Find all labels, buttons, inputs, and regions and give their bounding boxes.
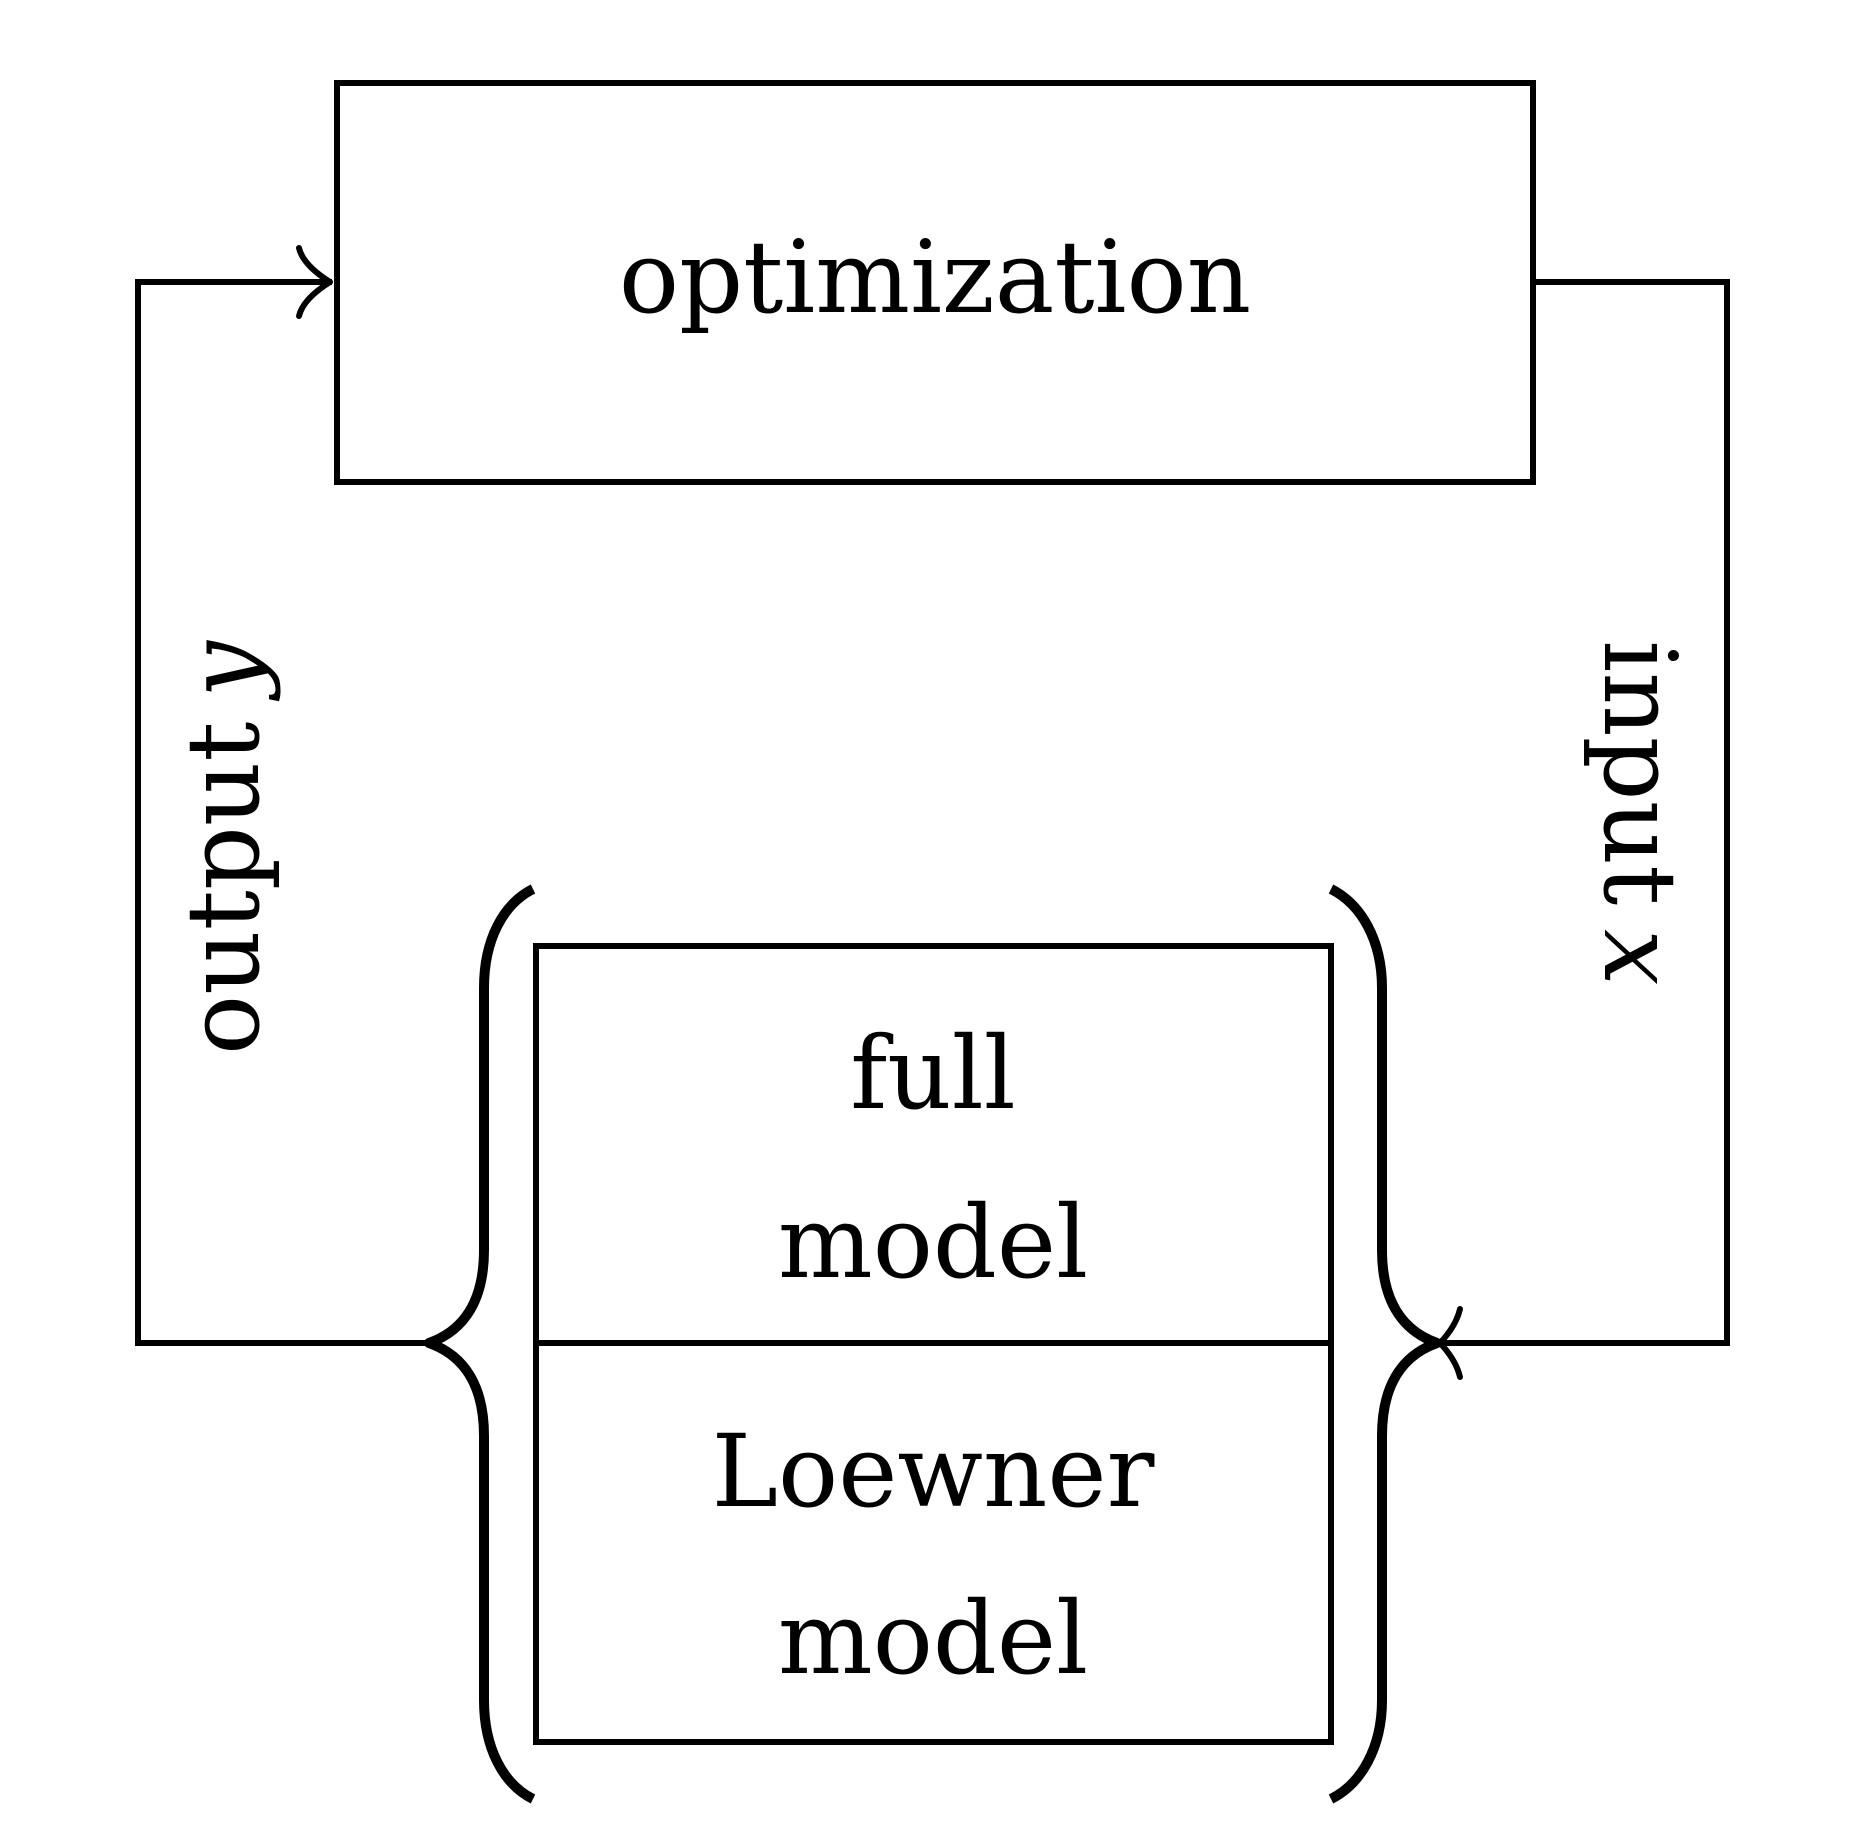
- model-block: full model Loewner model: [533, 943, 1334, 1745]
- output-word: output: [165, 722, 282, 1055]
- left-brace: [424, 884, 536, 1804]
- optimization-box: [334, 80, 1536, 485]
- full-model-label-line1: full: [850, 1015, 1015, 1132]
- loewner-model-box: [533, 1340, 1334, 1745]
- right-brace: [1328, 884, 1442, 1804]
- optimization-block: optimization: [334, 80, 1536, 485]
- input-word: input: [1581, 640, 1698, 905]
- optimization-label: optimization: [619, 219, 1251, 336]
- input-arrowhead: [1437, 1306, 1463, 1380]
- loewner-model-label-line2: model: [778, 1580, 1088, 1697]
- loewner-model-label-line1: Loewner: [712, 1413, 1155, 1530]
- input-connector: [1442, 279, 1730, 1346]
- input-variable: x: [1581, 929, 1698, 985]
- output-y-label: output y: [165, 640, 282, 1055]
- full-model-label-line2: model: [778, 1184, 1088, 1301]
- output-arrowhead: [296, 245, 333, 319]
- input-x-label: input x: [1581, 640, 1698, 985]
- full-model-box: [533, 943, 1334, 1346]
- output-variable: y: [165, 640, 282, 702]
- output-connector: [135, 279, 429, 1346]
